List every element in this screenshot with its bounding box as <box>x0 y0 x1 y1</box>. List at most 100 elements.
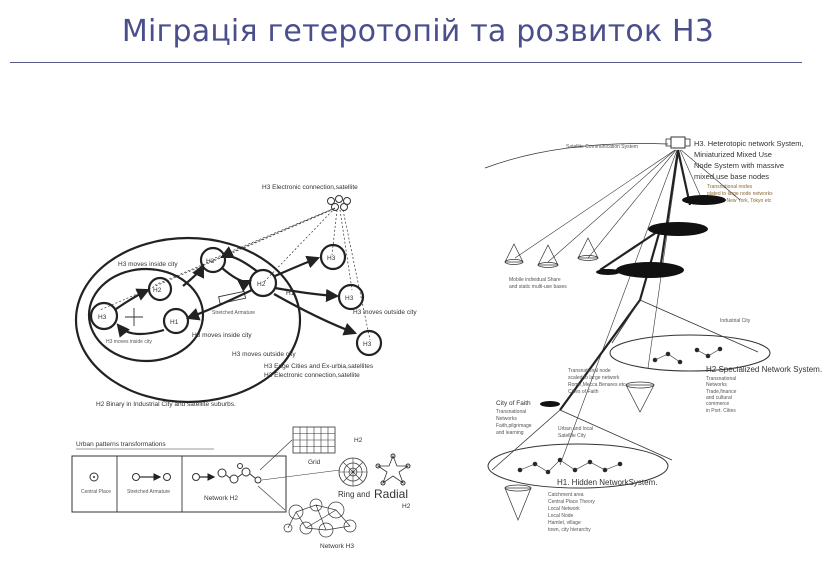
h1-note: Local Network <box>548 506 580 512</box>
moves-inside-label-2: H3 moves inside city <box>192 332 252 339</box>
radial-label: Radial <box>374 487 408 501</box>
grid-h2-label: H2 <box>354 437 363 444</box>
ring-radial-icon <box>338 457 368 487</box>
h2-note: Networks <box>706 382 727 388</box>
central-place-label: Central Place <box>81 489 111 495</box>
urban-heading: Urban patterns transformations <box>76 441 166 448</box>
grid-label: Grid <box>308 459 321 466</box>
node-h3-bottom <box>355 329 383 357</box>
node-label: H3 <box>327 255 336 262</box>
h1-note: Catchment area <box>548 492 584 498</box>
h3-note-3: London, New York, Tokyo etc <box>707 198 772 204</box>
node-label: H3 <box>206 258 215 265</box>
node-label: H2 <box>153 287 162 294</box>
central-ellipse <box>87 267 205 363</box>
node-label: H3 <box>363 341 372 348</box>
h2-note: in Port. Cities <box>706 408 736 414</box>
moves-inside-lower-label: H3 moves inside city <box>106 339 152 345</box>
urban-local-label: Urban and local <box>558 426 593 432</box>
h3-note-2: plated to large node networks <box>707 191 773 197</box>
mobile-base-cones <box>504 237 599 268</box>
electronic-label: H3 Electronic connection,satellite <box>264 372 360 379</box>
h2-note: Trade,finance <box>706 389 737 395</box>
h1-ellipse <box>487 443 669 489</box>
node-disc <box>682 195 726 205</box>
satellite-rays <box>99 207 371 341</box>
grid-pattern-icon <box>292 426 336 454</box>
node-label: H3 <box>345 295 354 302</box>
h1-arrow-label: H1 <box>286 290 295 297</box>
left-migration-diagram: H3 Electronic connection,satellite H <box>74 184 417 408</box>
urban-patterns-panel: Urban patterns transformations Central P… <box>71 426 411 550</box>
faith-note: Networks <box>496 416 517 422</box>
h3-title-line3: Node System with massive <box>694 161 784 170</box>
faith-note: and learning <box>496 430 524 436</box>
h3-note-1: Transnational nodes <box>707 184 753 190</box>
stretched-armature-label: Stretched Armature <box>127 489 170 495</box>
node-disc <box>616 262 684 278</box>
moves-inside-label: H3 moves inside city <box>118 261 178 268</box>
satellite-city-label: Satellite City <box>558 433 586 439</box>
h1-note: Central Place Theory <box>548 499 595 505</box>
trans-label: Transnational node <box>568 368 611 374</box>
stretched-label: Stretched Armature <box>212 310 255 316</box>
h2-nodes <box>652 346 723 365</box>
satellite-cluster-icon <box>327 195 351 211</box>
node-label: H2 <box>257 281 266 288</box>
moves-outside-label-2: H3 moves outside city <box>232 351 296 358</box>
left-top-label: H3 Electronic connection,satellite <box>262 184 358 191</box>
satellite-arc <box>484 143 669 169</box>
satellite-icon <box>665 136 691 149</box>
node-disc <box>648 222 708 236</box>
h2-title: H2 Specialized Network System. <box>706 365 822 374</box>
stretched-armature-bar <box>218 290 247 305</box>
trans-label: scaled to large network <box>568 375 620 381</box>
node-h3-right-top <box>319 243 347 271</box>
ring-label: Ring and <box>338 490 370 499</box>
moves-outside-label: H3 moves outside city <box>353 309 417 316</box>
h1-note: Local Node <box>548 513 574 519</box>
satellite-label: Satellite Communication System <box>566 144 638 150</box>
movement-arrows <box>115 246 358 338</box>
h2-note: and cultural <box>706 395 732 401</box>
h1-note: town, city hierarchy <box>548 527 591 533</box>
network-h3-label: Network H3 <box>320 543 354 550</box>
faith-note: Faith,pilgrimage <box>496 423 532 429</box>
ring-h2-label: H2 <box>402 503 411 510</box>
city-ellipse <box>74 236 302 404</box>
patterns-box <box>71 455 287 513</box>
trans-label: Cities of Faith <box>568 389 599 395</box>
h2-note: Transnational <box>706 376 736 382</box>
star-radial-icon <box>375 453 411 486</box>
h2-note: commerce <box>706 401 730 407</box>
faith-note: Transnational <box>496 409 526 415</box>
industrial-ellipse <box>609 334 771 372</box>
title-divider <box>10 62 802 63</box>
node-disc <box>596 269 620 275</box>
node-h3-left <box>89 301 119 331</box>
h3-title-line2: Miniaturized Mixed Use <box>694 150 772 159</box>
h1-nodes <box>517 457 623 475</box>
node-label: H3 <box>98 314 107 321</box>
h3-title-line4: mixed use base nodes <box>694 172 769 181</box>
h1-title: H1. Hidden NetworkSystem. <box>557 478 657 487</box>
industrial-city-label: Industrial City <box>720 318 751 324</box>
node-h1 <box>162 307 190 335</box>
mobile-label-2: and static multi-use bases <box>509 284 567 290</box>
network-h2-label: Network H2 <box>204 495 238 502</box>
left-diagram-caption: H2 Binary in Industrial City and satelli… <box>96 401 236 408</box>
mobile-label-1: Mobile individual Share <box>509 277 561 283</box>
faith-node <box>540 401 560 407</box>
h3-title-line1: H3. Heterotopic network System, <box>694 139 804 148</box>
network-h3-icon <box>283 498 357 538</box>
right-network-diagram: Satellite Communication System H3. Heter… <box>484 136 822 533</box>
trans-label: Rome,Mecca Benares etc <box>568 382 626 388</box>
satellite-rays-right <box>514 149 741 466</box>
node-label: H1 <box>170 319 179 326</box>
edge-cities-label: H3 Edge Cities and Ex-urbia,satellites <box>264 363 374 370</box>
slide-title: Міграція гетеротопій та розвиток Н3 <box>121 14 715 49</box>
h1-note: Hamlet, village <box>548 520 581 526</box>
city-of-faith-label: City of Faith <box>496 400 531 407</box>
node-h3-top <box>199 246 227 274</box>
